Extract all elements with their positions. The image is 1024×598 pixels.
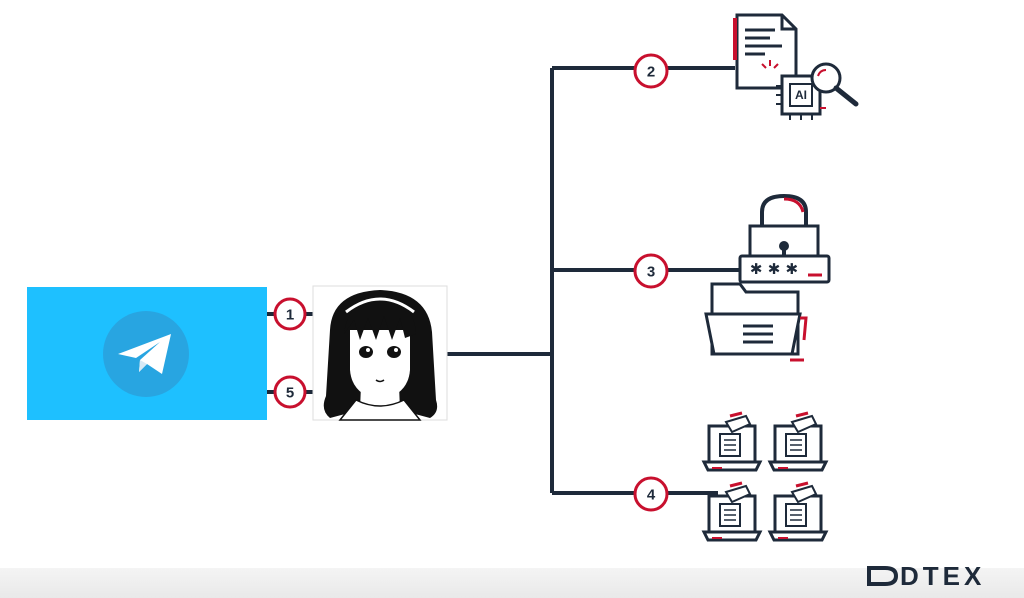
laptop-icon <box>701 411 763 472</box>
step-badge-1: 1 <box>273 297 307 331</box>
telegram-panel <box>27 287 267 420</box>
step-badge-2: 2 <box>633 53 669 89</box>
svg-text:3: 3 <box>647 264 655 281</box>
svg-text:AI: AI <box>795 88 807 102</box>
telegram-icon <box>118 334 171 374</box>
dtex-logo: DTEX <box>867 561 985 591</box>
laptop-icon <box>767 411 829 472</box>
svg-text:4: 4 <box>647 487 656 504</box>
ai-document-icon: AI <box>733 13 859 120</box>
step-badge-3: 3 <box>633 253 669 289</box>
laptop-icon <box>701 481 763 542</box>
step-badge-4: 4 <box>633 476 669 512</box>
locked-folder-password-icon: ✱ ✱ ✱ <box>704 193 831 362</box>
dtex-logo-text: DTEX <box>900 561 985 591</box>
svg-text:2: 2 <box>647 64 655 81</box>
step-badge-5: 5 <box>273 375 307 409</box>
footer-band <box>0 568 1024 598</box>
step-badges: 1 5 2 3 4 <box>273 53 669 512</box>
actor-avatar <box>312 285 448 421</box>
svg-text:✱ ✱ ✱: ✱ ✱ ✱ <box>750 260 798 278</box>
svg-text:1: 1 <box>286 307 294 324</box>
laptop-icon <box>767 481 829 542</box>
connector-lines <box>265 66 740 495</box>
svg-text:5: 5 <box>286 385 294 402</box>
telegram-icon-circle <box>103 311 189 397</box>
avatar-face <box>350 330 410 400</box>
laptop-grid-icon <box>701 411 829 542</box>
